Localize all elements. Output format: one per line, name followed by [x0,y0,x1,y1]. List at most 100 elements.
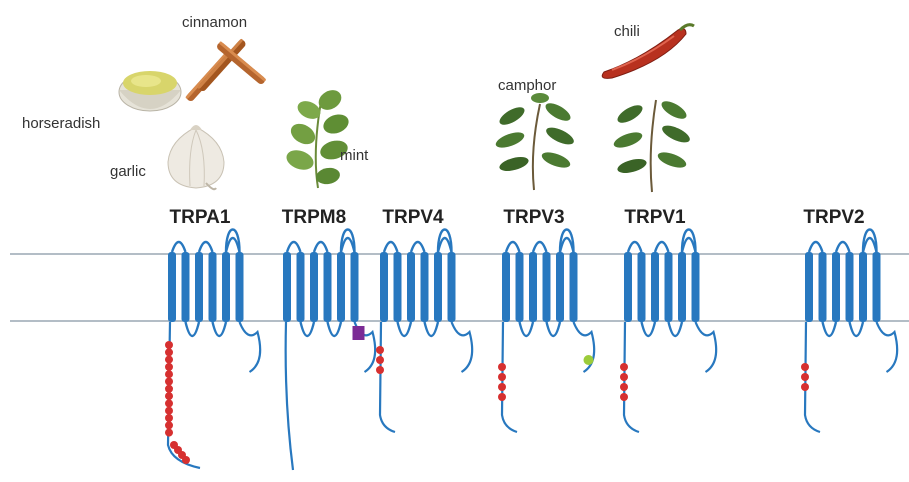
transmembrane-helix [407,252,415,322]
spice-label-horseradish: horseradish [22,115,100,132]
channel-name-trpa1: TRPA1 [170,207,231,228]
transmembrane-helix [296,252,305,322]
transmembrane-helix [337,252,345,322]
channel-name-trpm8: TRPM8 [282,207,346,228]
intracellular-loop [640,321,657,338]
residue-marker [165,355,173,364]
intracellular-loop [396,321,413,338]
transmembrane-helix [420,252,429,322]
transmembrane-helix [235,252,244,322]
residue-marker [498,363,506,371]
residue-marker [165,348,173,357]
pore-loop [436,228,453,253]
extracellular-loop [285,240,302,253]
residue-marker [165,399,173,408]
channel-name-trpv1: TRPV1 [624,207,686,228]
transmembrane-helix [529,252,537,322]
spice-label-chili: chili [614,23,640,40]
extracellular-loop [504,240,521,253]
residue-marker [498,393,506,401]
transmembrane-helix [283,252,291,322]
spice-label-cinnamon: cinnamon [182,14,247,31]
horseradish-bowl-icon [118,71,182,112]
extracellular-loop [653,240,670,253]
transmembrane-helix [556,252,564,322]
channel-trpa1 [165,228,262,470]
cinnamon-sticks-icon [185,38,266,102]
channel-trpv3 [498,228,596,434]
transmembrane-helix [651,252,659,322]
transmembrane-helix [678,252,686,322]
n-terminal-tail [284,321,295,471]
residue-marker [165,362,173,371]
c-terminal-tail [694,321,718,373]
garlic-bulb-icon [167,125,225,191]
pore-loop [224,228,241,253]
intracellular-loop [848,321,865,338]
residue-marker [498,383,506,391]
transmembrane-helix [845,252,854,322]
residue-marker [498,373,506,381]
residue-marker [165,370,173,379]
channel-trpv1 [620,228,718,434]
intracellular-loop [545,321,562,338]
chili-pepper-icon [601,23,695,79]
residue-marker [620,363,628,371]
n-terminal-tail [500,321,518,434]
residue-marker [165,428,173,437]
transmembrane-helix [515,252,524,322]
transmembrane-helix [637,252,646,322]
intracellular-loop [518,321,535,338]
camphor-leaves-icon [495,93,574,191]
transmembrane-helix [393,252,402,322]
transmembrane-helix [380,252,388,322]
channel-trpv2 [801,228,899,434]
transmembrane-helix [818,252,827,322]
pore-loop [680,228,697,253]
residue-marker [165,406,173,415]
residue-marker [801,373,809,381]
residue-marker [165,421,173,430]
intracellular-loop [821,321,838,338]
extracellular-loop [409,240,426,253]
mint-sprig-icon [286,90,349,189]
channel-trpm8 [283,228,377,471]
n-terminal-tail [378,321,396,434]
residue-marker [165,384,173,393]
residue-marker [165,377,173,386]
intracellular-loop [299,321,316,338]
pore-loop [861,228,878,253]
extracellular-loop [834,240,851,253]
n-terminal-tail [622,321,640,434]
residue-marker [376,366,384,374]
transmembrane-helix [208,252,217,322]
channel-name-trpv4: TRPV4 [382,207,444,228]
extracellular-loop [807,240,824,253]
transmembrane-helix [569,252,578,322]
spice-label-mint: mint [340,147,369,164]
residue-marker [801,383,809,391]
green-site-marker [583,355,594,365]
extracellular-loop [312,240,329,253]
spice-label-garlic: garlic [110,163,146,180]
transmembrane-helix [872,252,881,322]
n-terminal-tail [803,321,821,434]
transmembrane-helix [168,252,176,322]
channel-name-trpv2: TRPV2 [803,207,864,228]
c-terminal-tail [875,321,899,373]
transmembrane-helix [310,252,318,322]
c-terminal-tail [572,321,596,373]
residue-marker [801,363,809,371]
transmembrane-helix [691,252,700,322]
extracellular-loop [170,240,187,253]
intracellular-loop [423,321,440,338]
purple-domain-marker [352,326,365,340]
transmembrane-helix [447,252,456,322]
transmembrane-helix [195,252,203,322]
transmembrane-helix [323,252,332,322]
transmembrane-helix [624,252,632,322]
spice-label-camphor: camphor [498,77,556,94]
transmembrane-helix [502,252,510,322]
transmembrane-helix [664,252,673,322]
c-terminal-tail [450,321,474,373]
